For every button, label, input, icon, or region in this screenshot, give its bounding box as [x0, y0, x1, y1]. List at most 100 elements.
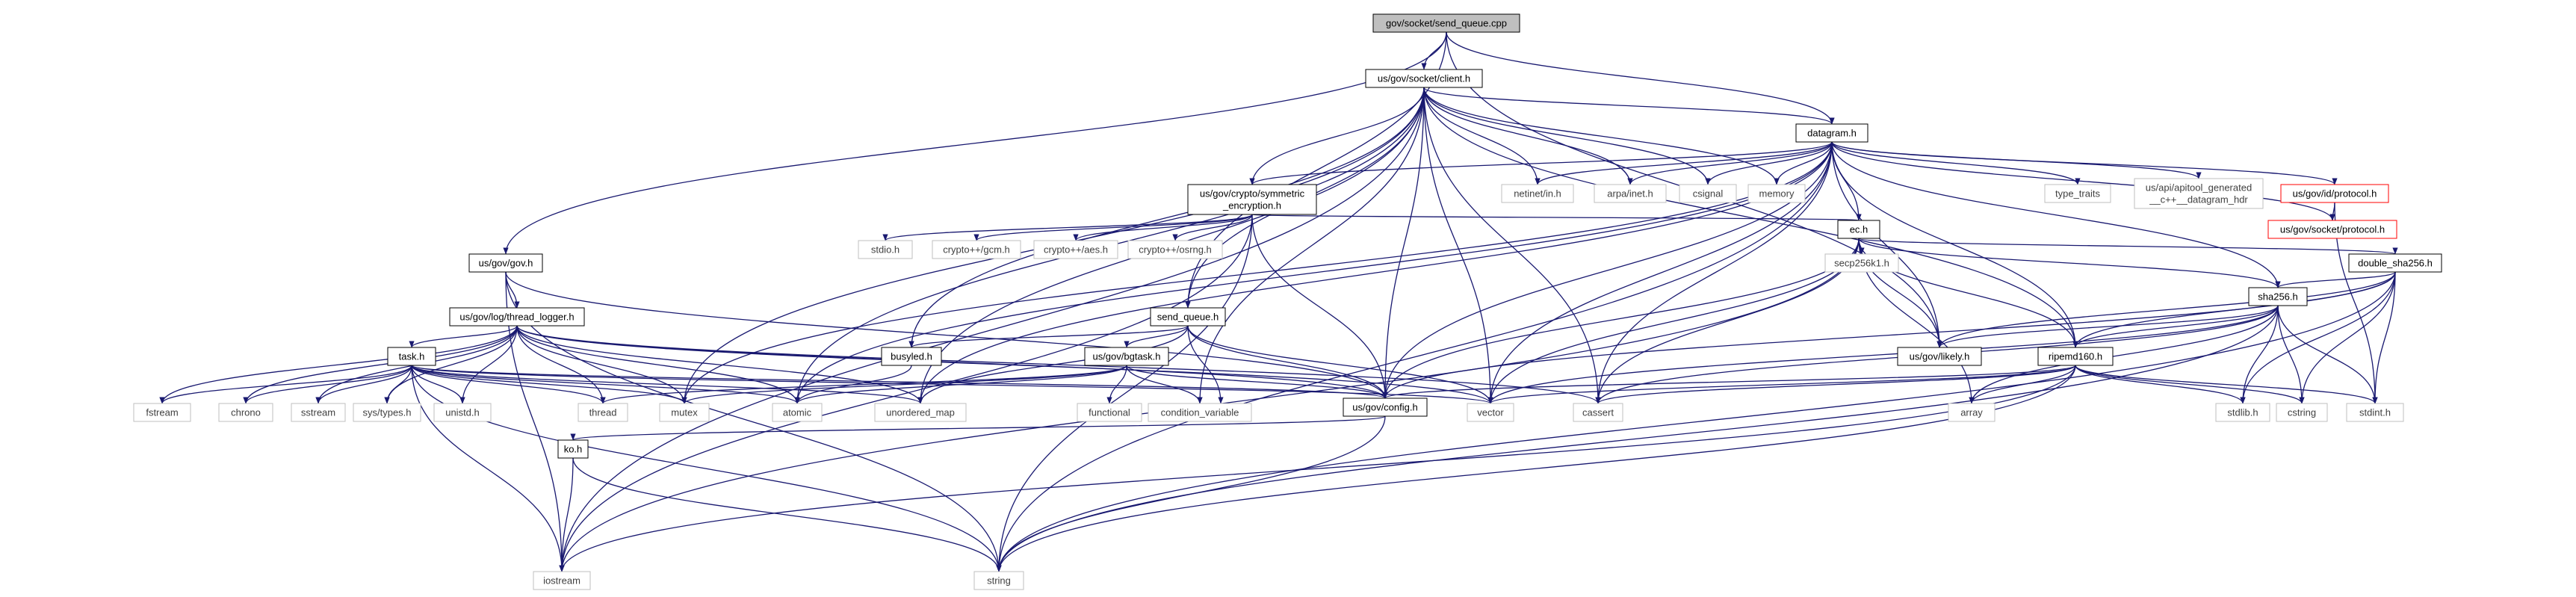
node-id-protocol-h[interactable]: us/gov/id/protocol.h — [2280, 184, 2389, 203]
edge-sha256_h-to-stdlib_h — [2240, 305, 2279, 404]
edge-client_h-to-memory — [1423, 87, 1780, 185]
node-label: double_sha256.h — [2358, 257, 2433, 268]
node-sstream[interactable]: sstream — [291, 403, 346, 422]
edge-sym_enc_h-to-cryptopp_osrng — [1172, 214, 1253, 241]
node-datagram-h[interactable]: datagram.h — [1795, 123, 1868, 143]
node-label: csignal — [1693, 188, 1724, 199]
node-box — [772, 403, 823, 422]
edge-task_h-to-fstream — [159, 365, 412, 404]
edge-ec_h-to-cassert — [1595, 238, 1860, 404]
node-stdlib-h[interactable]: stdlib.h — [2215, 403, 2270, 422]
node-box — [2280, 184, 2389, 203]
node-socket-protocol-h[interactable]: us/gov/socket/protocol.h — [2267, 220, 2397, 239]
node-box — [578, 403, 628, 422]
node-label: stdlib.h — [2227, 406, 2258, 418]
node-string[interactable]: string — [973, 571, 1024, 590]
node-box — [2215, 403, 2270, 422]
node-gov-h[interactable]: us/gov/gov.h — [468, 253, 543, 273]
node-atomic[interactable]: atomic — [772, 403, 823, 422]
node-label: us/gov/crypto/symmetric — [1200, 188, 1305, 199]
node-csignal[interactable]: csignal — [1679, 184, 1737, 203]
node-config-h[interactable]: us/gov/config.h — [1343, 398, 1428, 417]
node-label: memory — [1759, 188, 1795, 199]
node-box — [1501, 184, 1574, 203]
node-stdio-h[interactable]: stdio.h — [858, 240, 913, 259]
node-type-traits[interactable]: type_traits — [2044, 184, 2111, 203]
edge-double_sha256_h-to-string — [996, 271, 2396, 572]
node-label: condition_variable — [1161, 406, 1239, 418]
node-box — [557, 439, 589, 459]
edge-send_queue_h-to-busyled_h — [908, 325, 1189, 348]
node-iostream[interactable]: iostream — [533, 571, 591, 590]
node-thread[interactable]: thread — [578, 403, 628, 422]
node-functional[interactable]: functional — [1077, 403, 1142, 422]
edge-double_sha256_h-to-stdlib_h — [2240, 271, 2396, 404]
node-thread-logger-h[interactable]: us/gov/log/thread_logger.h — [449, 307, 585, 327]
node-bgtask-h[interactable]: us/gov/bgtask.h — [1084, 347, 1169, 366]
node-netinet-in-h[interactable]: netinet/in.h — [1501, 184, 1574, 203]
node-box — [1948, 403, 1996, 422]
node-ec-h[interactable]: ec.h — [1837, 220, 1880, 239]
node-label: string — [987, 575, 1011, 586]
edge-ripemd160_h-to-vector — [1487, 365, 2076, 404]
edge-ripemd160_h-to-cstring — [2075, 365, 2305, 404]
node-busyled-h[interactable]: busyled.h — [881, 347, 942, 366]
node-likely-h[interactable]: us/gov/likely.h — [1897, 347, 1982, 366]
node-arpa-inet-h[interactable]: arpa/inet.h — [1594, 184, 1667, 203]
edge-thread_logger_h-to-unordered_map — [516, 325, 923, 404]
node-send-queue-h[interactable]: send_queue.h — [1150, 307, 1226, 327]
node-client-h[interactable]: us/gov/socket/client.h — [1365, 69, 1483, 88]
node-sys-types-h[interactable]: sys/types.h — [353, 403, 421, 422]
node-stdint-h[interactable]: stdint.h — [2346, 403, 2404, 422]
node-secp256k1-h[interactable]: secp256k1.h — [1824, 253, 1899, 273]
edge-sha256_h-to-array — [1969, 305, 2279, 404]
node-memory[interactable]: memory — [1747, 184, 1806, 203]
node-box — [1747, 184, 1806, 203]
node-box — [973, 571, 1024, 590]
node-chrono[interactable]: chrono — [218, 403, 273, 422]
node-label: secp256k1.h — [1834, 257, 1889, 268]
edge-double_sha256_h-to-cstring — [2299, 271, 2396, 404]
edge-task_h-to-mutex — [411, 365, 687, 404]
edge-client_h-to-arpa_inet_h — [1423, 87, 1633, 185]
node-unistd-h[interactable]: unistd.h — [433, 403, 492, 422]
node-condition-variable[interactable]: condition_variable — [1148, 403, 1252, 422]
node-label: __c++__datagram_hdr — [2149, 194, 2248, 205]
edge-client_h-to-ripemd160_h — [1423, 87, 2078, 348]
node-sym-enc-h[interactable]: us/gov/crypto/symmetric_encryption.h — [1187, 184, 1317, 215]
node-ripemd160-h[interactable]: ripemd160.h — [2037, 347, 2114, 366]
edge-double_sha256_h-to-stdint_h — [2372, 271, 2396, 404]
node-box — [1077, 403, 1142, 422]
node-vector[interactable]: vector — [1467, 403, 1514, 422]
node-fstream[interactable]: fstream — [133, 403, 191, 422]
edge-task_h-to-iostream — [411, 365, 565, 572]
node-label: arpa/inet.h — [1607, 188, 1653, 199]
node-ko-h[interactable]: ko.h — [557, 439, 589, 459]
edge-ripemd160_h-to-stdint_h — [2075, 365, 2378, 404]
node-cryptopp-gcm[interactable]: crypto++/gcm.h — [932, 240, 1021, 259]
node-label: crypto++/osrng.h — [1139, 244, 1212, 255]
node-double-sha256-h[interactable]: double_sha256.h — [2348, 253, 2442, 273]
node-box — [659, 403, 710, 422]
node-cryptopp-osrng[interactable]: crypto++/osrng.h — [1127, 240, 1223, 259]
node-cstring[interactable]: cstring — [2276, 403, 2328, 422]
node-sha256-h[interactable]: sha256.h — [2248, 287, 2308, 306]
node-box — [1573, 403, 1623, 422]
node-cassert[interactable]: cassert — [1573, 403, 1623, 422]
node-send-queue-cpp[interactable]: gov/socket/send_queue.cpp — [1372, 13, 1520, 33]
edge-double_sha256_h-to-likely_h — [1936, 271, 2396, 348]
edge-datagram_h-to-type_traits — [1831, 141, 2081, 185]
node-apitool-hdr[interactable]: us/api/apitool_generated__c++__datagram_… — [2134, 178, 2264, 209]
node-unordered-map[interactable]: unordered_map — [874, 403, 967, 422]
edge-gov_h-to-string — [505, 271, 1002, 572]
node-cryptopp-aes[interactable]: crypto++/aes.h — [1033, 240, 1118, 259]
node-box — [2276, 403, 2328, 422]
node-label: us/gov/socket/protocol.h — [2280, 223, 2385, 235]
node-array[interactable]: array — [1948, 403, 1996, 422]
node-box — [1365, 69, 1483, 88]
node-mutex[interactable]: mutex — [659, 403, 710, 422]
edge-task_h-to-sys_types_h — [384, 365, 412, 404]
node-task-h[interactable]: task.h — [387, 347, 436, 366]
node-box — [1594, 184, 1667, 203]
node-label: ko.h — [564, 443, 583, 454]
